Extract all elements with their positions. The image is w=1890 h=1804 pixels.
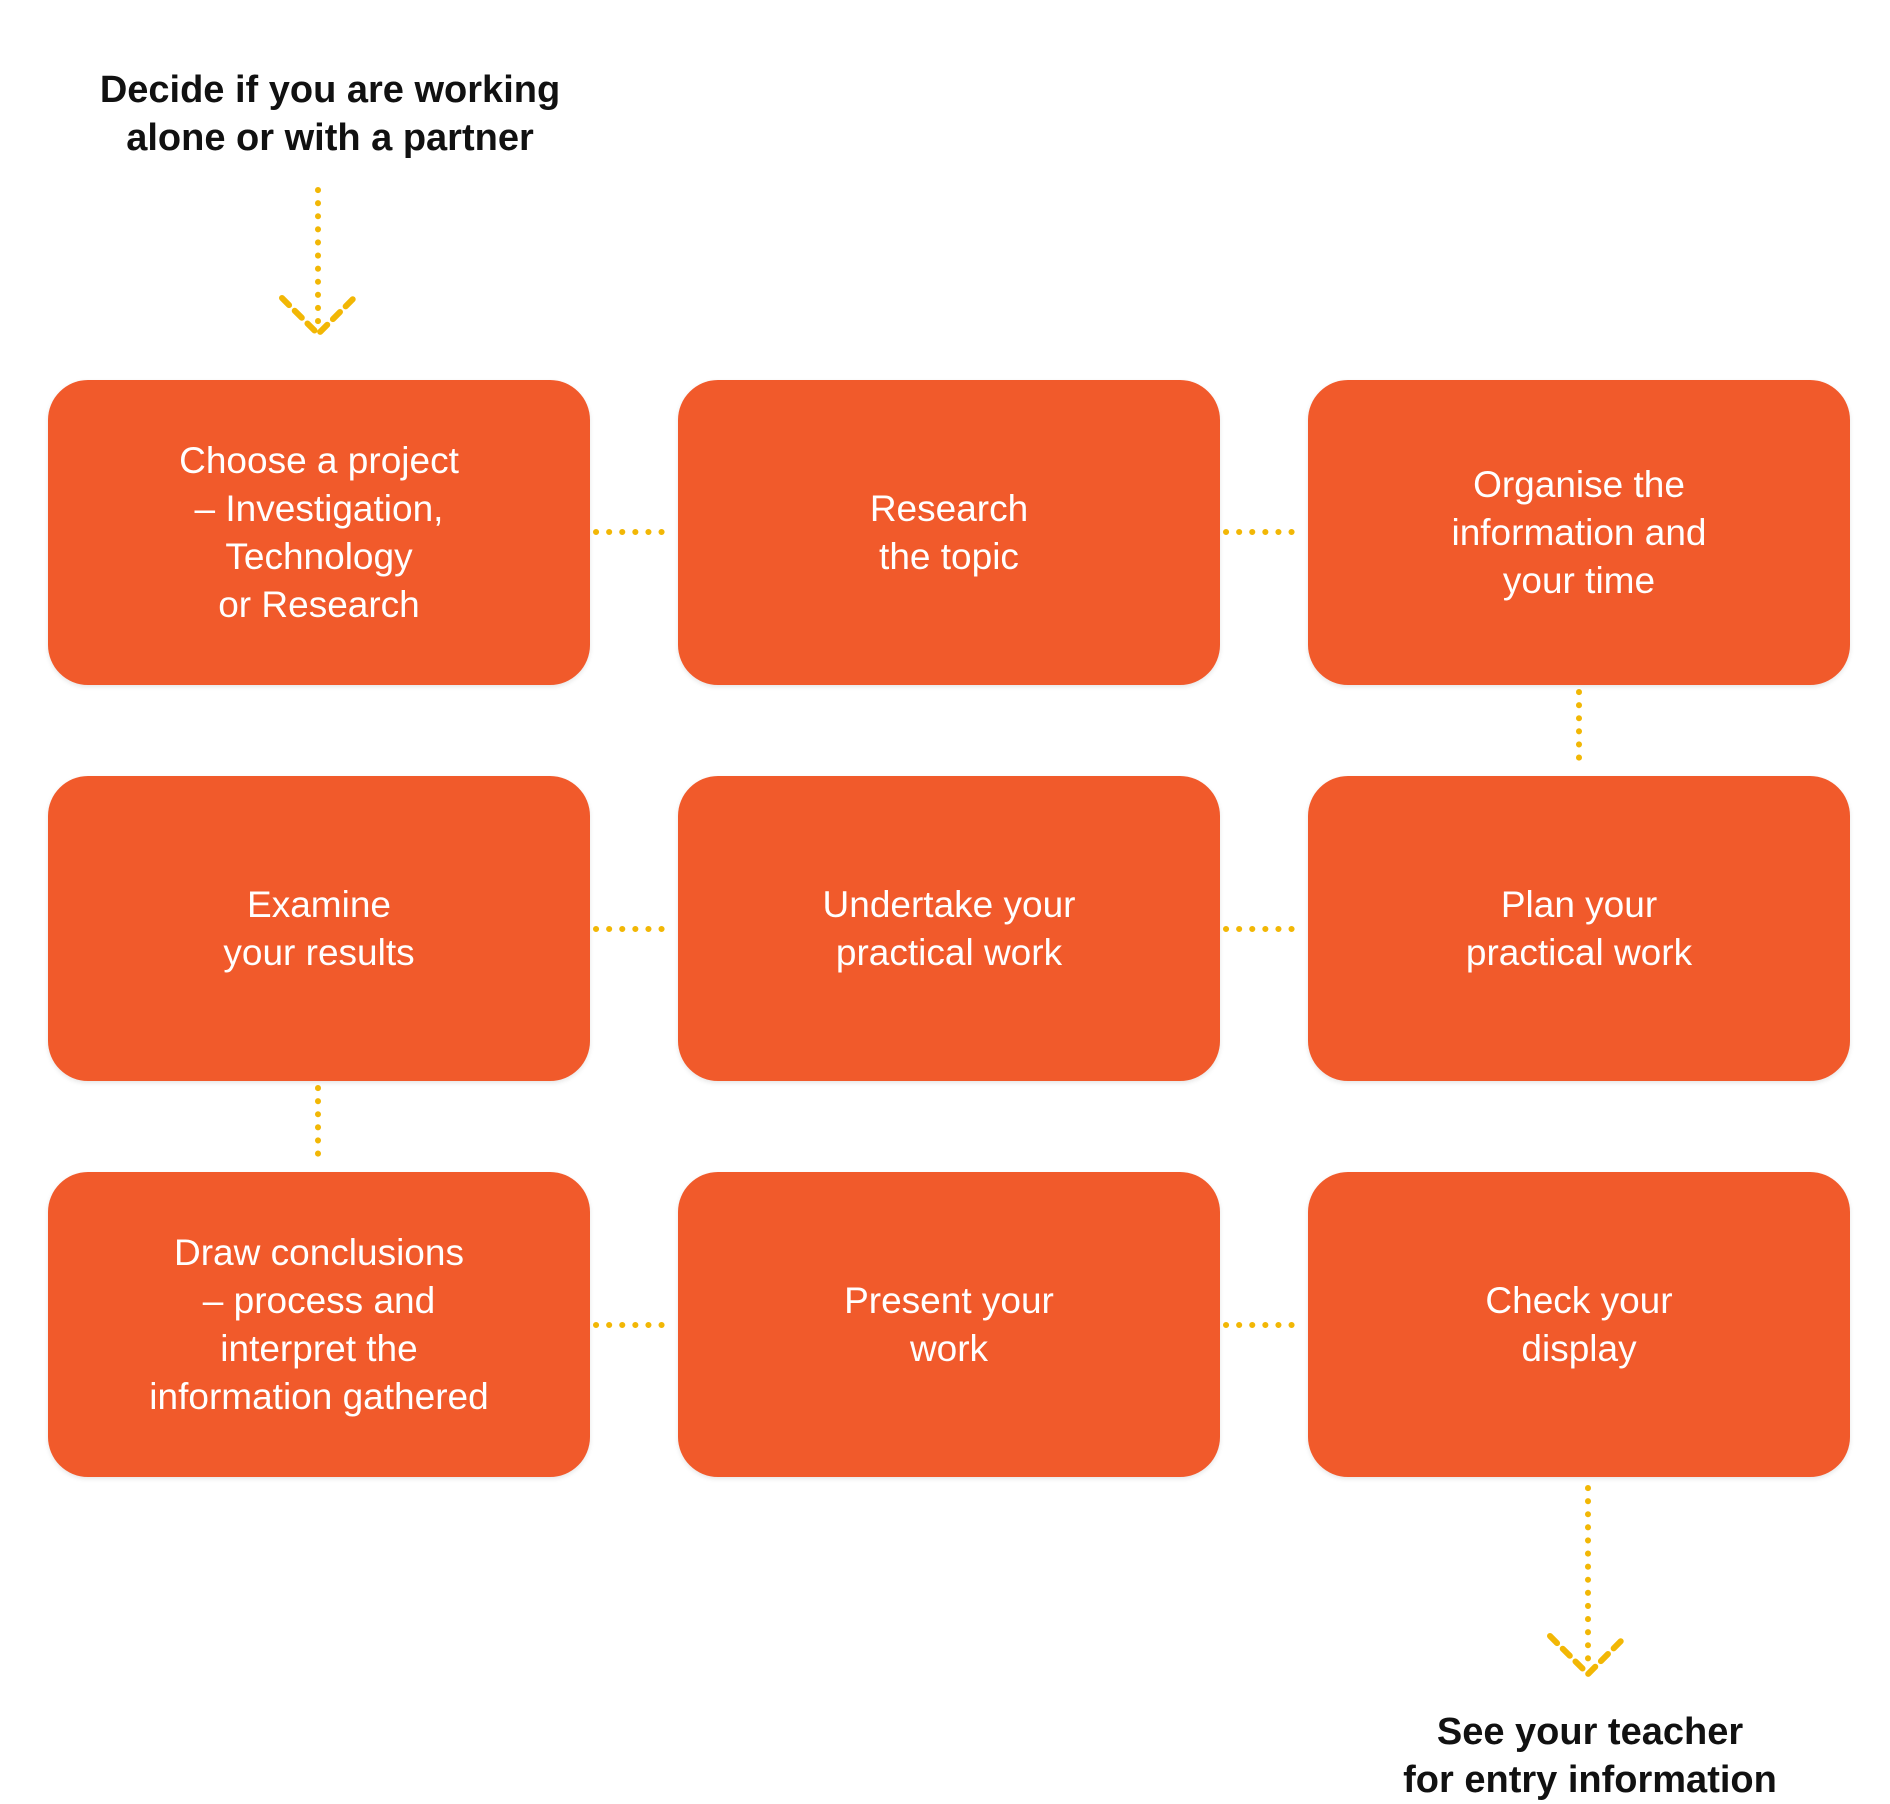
step-research-topic: Research the topic: [678, 380, 1220, 685]
step-choose-project: Choose a project – Investigation, Techno…: [48, 380, 590, 685]
step-undertake-practical-work: Undertake your practical work: [678, 776, 1220, 1081]
end-arrowhead-icon: [1547, 1633, 1629, 1679]
arrowheads: [279, 295, 1629, 1679]
step-examine-results: Examine your results: [48, 776, 590, 1081]
start-label: Decide if you are working alone or with …: [99, 69, 561, 159]
step-plan-practical-work: Plan your practical work: [1308, 776, 1850, 1081]
step-present-work: Present your work: [678, 1172, 1220, 1477]
step-check-display: Check your display: [1308, 1172, 1850, 1477]
connector-lines: [315, 187, 1591, 1663]
step-organise-information: Organise the information and your time: [1308, 380, 1850, 685]
start-arrowhead-icon: [279, 295, 357, 339]
end-label: See your teacher for entry information: [1403, 1711, 1777, 1801]
step-draw-conclusions: Draw conclusions – process and interpret…: [48, 1172, 590, 1477]
